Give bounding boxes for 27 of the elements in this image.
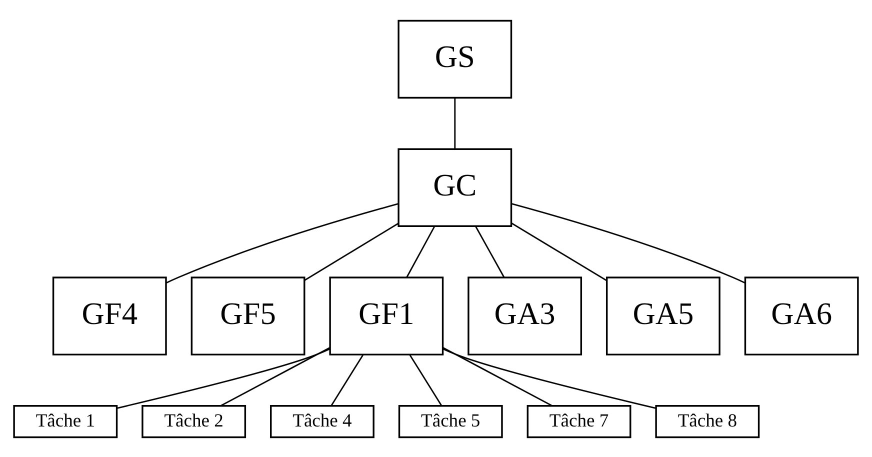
node-box: GS	[398, 19, 512, 98]
connector	[330, 354, 364, 406]
connector	[409, 354, 442, 406]
connector	[442, 348, 656, 408]
connector	[166, 202, 398, 284]
node-box: Tâche 4	[270, 404, 374, 438]
connector	[116, 348, 330, 408]
node-box: Tâche 1	[13, 404, 118, 438]
node-box: GA6	[744, 276, 859, 355]
connector	[442, 346, 552, 406]
node-box: GA5	[606, 276, 720, 355]
connector	[220, 346, 330, 406]
connector	[454, 98, 456, 148]
connector	[406, 226, 435, 278]
connector	[304, 222, 399, 280]
connector	[510, 222, 608, 281]
node-box: GF4	[52, 276, 167, 355]
node-box: GF1	[329, 276, 444, 355]
node-box: Tâche 8	[655, 404, 760, 438]
node-box: GC	[398, 148, 512, 226]
connector	[511, 202, 746, 284]
node-box: GF5	[190, 276, 306, 355]
connector	[475, 226, 505, 278]
node-box: Tâche 5	[398, 404, 503, 438]
node-box: Tâche 2	[142, 404, 246, 438]
node-box: GA3	[468, 276, 582, 355]
node-box: Tâche 7	[526, 404, 632, 438]
